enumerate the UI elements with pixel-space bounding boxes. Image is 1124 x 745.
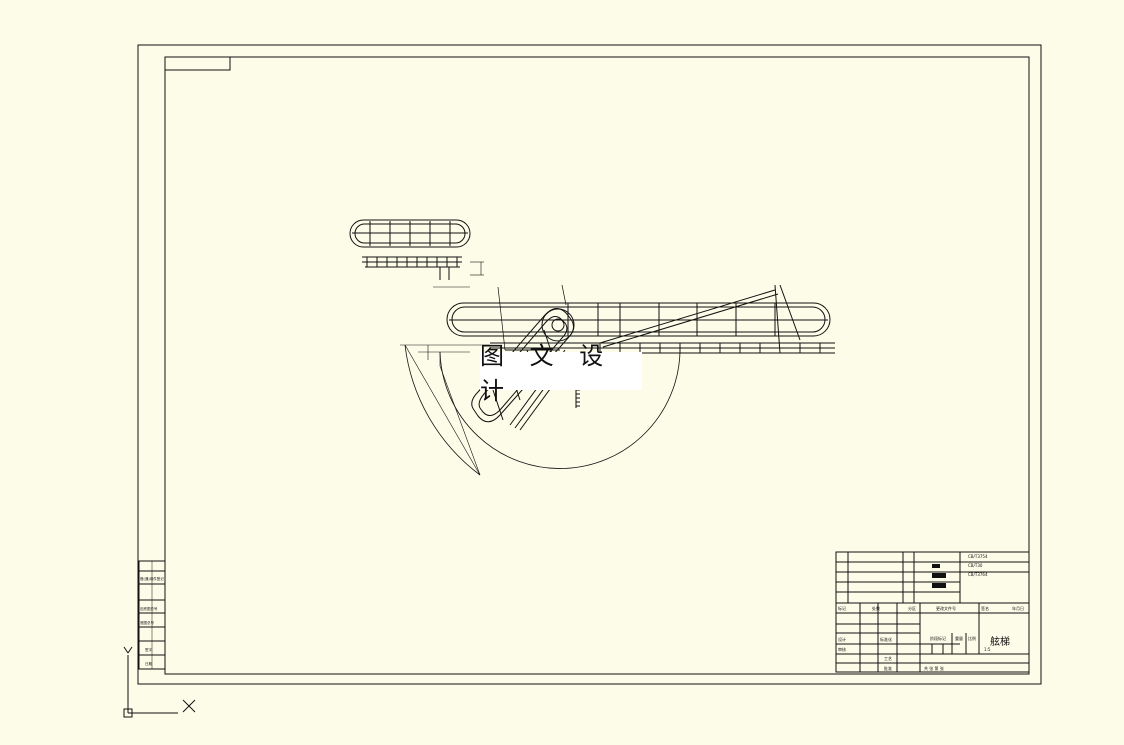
header-label-date: 年月日	[1012, 605, 1024, 611]
sheet-label: 共 张 第 张	[924, 665, 944, 671]
outer-frame	[137, 44, 1042, 685]
gangway-top-view	[349, 219, 471, 248]
standard-code-2: CB/T30	[968, 563, 983, 568]
inner-frame	[164, 56, 1030, 675]
designer-label: 设计	[838, 636, 846, 642]
standard-code-3: CB/T3764	[968, 572, 988, 577]
standard-label: 标准化	[880, 636, 892, 642]
approve-label: 批准	[884, 665, 892, 671]
scale-label: 比例	[968, 635, 976, 641]
gangway-side-view	[362, 256, 484, 288]
review-label: 审核	[838, 646, 846, 652]
ucs-icon	[123, 646, 196, 718]
weight-label: 重量	[955, 635, 963, 641]
title-block	[835, 551, 1030, 673]
header-label-zone: 分区	[908, 605, 916, 611]
side-column	[138, 560, 166, 670]
header-label-change: 更改文件号	[936, 605, 956, 611]
side-label-date: 日期	[145, 661, 152, 666]
process-label: 工艺	[884, 656, 892, 661]
side-label-borrow: 借(通)用件登记	[140, 576, 164, 581]
header-label-sign: 签名	[981, 605, 989, 611]
drawing-name: 舷梯	[990, 635, 1010, 648]
header-label-mark: 标记	[838, 605, 846, 611]
stage-label: 阶段标记	[930, 635, 946, 641]
header-label-count: 处数	[872, 605, 880, 611]
swing-arcs	[400, 344, 681, 476]
side-label-old-base: 旧底图总号	[140, 606, 158, 611]
watermark-label: 图 文 设 计	[480, 342, 642, 405]
side-label-base: 底图总号	[140, 620, 154, 625]
scale-value: 1:5	[984, 647, 991, 652]
corner-code-box	[164, 56, 231, 71]
standard-code-1: CB/T3754	[968, 554, 988, 559]
side-label-sign: 签字	[145, 647, 152, 652]
